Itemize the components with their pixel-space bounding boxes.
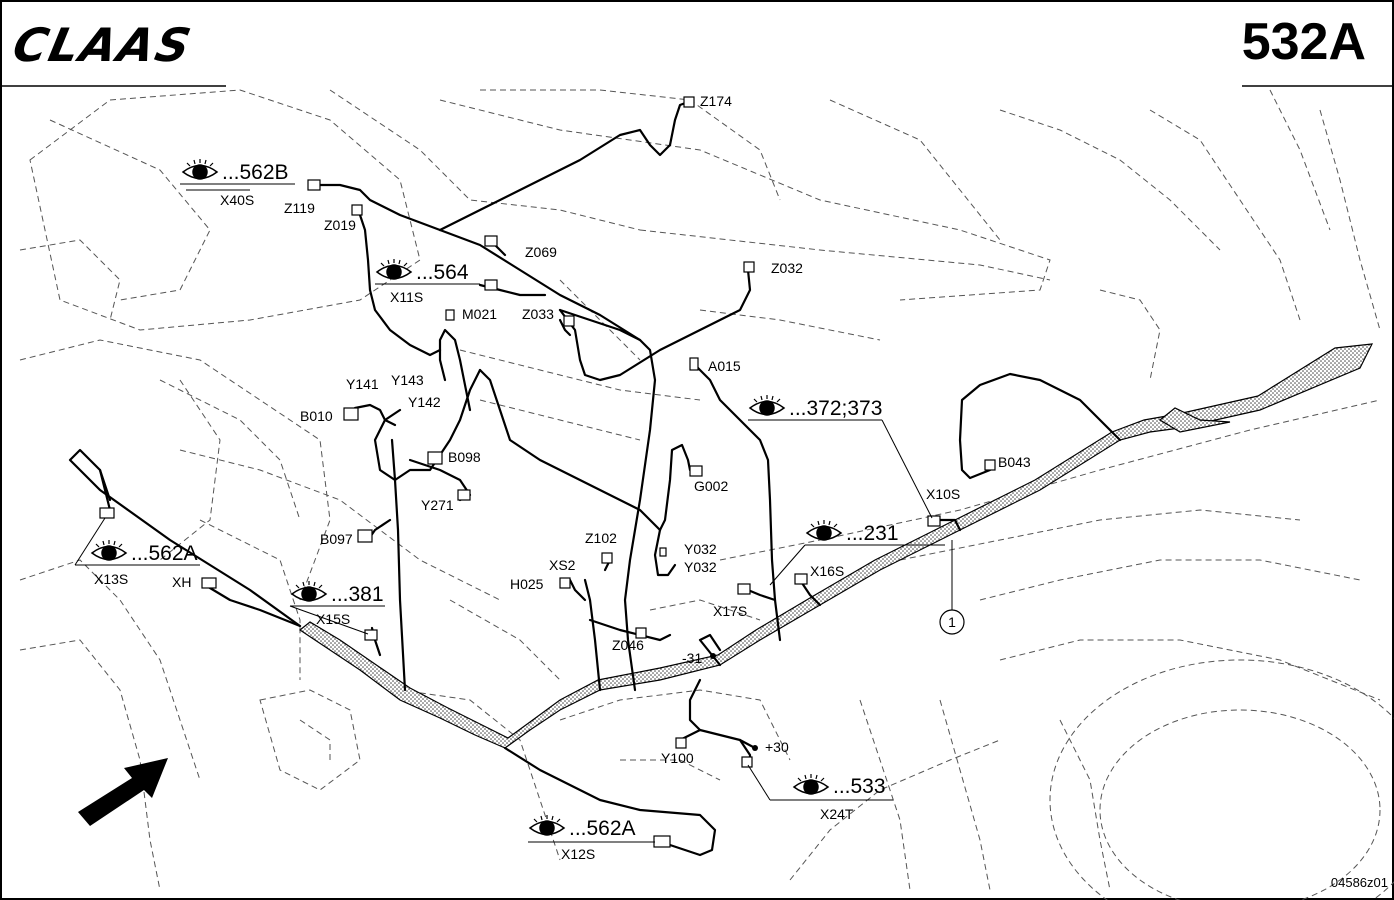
label-y271: Y271: [421, 497, 454, 513]
view-ref: ...562A: [131, 542, 198, 565]
connector-xh: [201, 577, 217, 589]
connector-b097: [357, 529, 373, 543]
connector-x16s: [794, 573, 808, 585]
view-connector-label: X11S: [390, 289, 424, 305]
label-y032-lower: Y032: [684, 559, 717, 575]
view-ref: ...381: [331, 583, 384, 606]
view-ref: ...372;373: [789, 397, 883, 420]
view-connector-label: X13S: [94, 571, 129, 587]
connector-b043: [984, 459, 996, 471]
connector-g002: [689, 465, 703, 477]
eye-icon: [792, 774, 830, 795]
connector-z046: [635, 627, 647, 639]
label-z069: Z069: [525, 244, 557, 260]
label-xs2: XS2: [549, 557, 576, 573]
connector-z019: [351, 204, 363, 216]
connector-z069: [484, 235, 498, 247]
leader-lines: [74, 183, 953, 843]
view-ref: ...533: [833, 775, 886, 798]
label-z119: Z119: [284, 200, 315, 216]
eye-icon: [528, 815, 566, 836]
label-b010: B010: [300, 408, 333, 424]
terminal-minus31: [710, 653, 716, 659]
label-z174: Z174: [700, 93, 732, 109]
view-connector-label: X15S: [316, 611, 351, 627]
callout-circle: [939, 609, 965, 635]
connector-x40s: [307, 179, 321, 191]
connector-x12s: [653, 835, 671, 848]
label-g002: G002: [694, 478, 729, 494]
connector-x15s: [364, 629, 378, 641]
connector-z174: [683, 96, 695, 108]
connectors: [99, 96, 996, 848]
connector-b010: [343, 407, 359, 421]
connector-z102: [601, 552, 613, 564]
label-y032-upper: Y032: [684, 541, 717, 557]
label-h025: H025: [510, 576, 544, 592]
label-x17s: X17S: [713, 603, 748, 619]
page-code: 532A: [1241, 13, 1366, 71]
eye-icon: [748, 395, 786, 416]
eye-symbols: [90, 159, 843, 836]
view-connector-label: X12S: [561, 846, 596, 862]
label-xh: XH: [172, 574, 192, 590]
connector-x10s: [927, 515, 941, 527]
drawing-number: 04586z01: [1330, 875, 1388, 890]
label-y100: Y100: [661, 750, 694, 766]
label-z046: Z046: [612, 637, 644, 653]
eye-icon: [375, 259, 413, 280]
connector-y032: [659, 547, 667, 557]
wire-branches: [68, 100, 1122, 857]
eye-icon: [290, 581, 328, 602]
label-m021: M021: [462, 306, 498, 322]
eye-icon: [805, 520, 843, 541]
connector-x13s: [99, 507, 115, 519]
connector-x11s: [484, 279, 498, 291]
view-connector-label: X16S: [810, 563, 845, 579]
label-plus30: +30: [765, 739, 789, 755]
label-z019: Z019: [324, 217, 356, 233]
terminal-plus30: [752, 745, 758, 751]
connector-a015: [689, 357, 699, 371]
direction-arrow-icon: [78, 758, 168, 826]
view-ref: ...562A: [569, 817, 636, 840]
label-z032: Z032: [771, 260, 803, 276]
eye-icon: [90, 540, 128, 561]
label-b043: B043: [998, 454, 1031, 470]
view-ref: ...231: [846, 522, 899, 545]
label-b097: B097: [320, 531, 353, 547]
connector-m021: [445, 309, 455, 321]
eye-icon: [181, 159, 219, 180]
connector-y271: [457, 489, 471, 501]
label-y143: Y143: [391, 372, 424, 388]
connector-x17s: [737, 583, 751, 595]
connector-b098: [427, 451, 443, 465]
label-b098: B098: [448, 449, 481, 465]
main-harness: [298, 343, 1374, 749]
view-connector-label: X40S: [220, 192, 255, 208]
label-z033: Z033: [522, 306, 554, 322]
connector-z032: [743, 261, 755, 273]
machine-outline: [19, 89, 1394, 900]
view-connector-label: X10S: [926, 486, 961, 502]
label-a015: A015: [708, 358, 741, 374]
connector-y100: [675, 737, 687, 749]
connector-z033: [563, 315, 575, 327]
connector-x24t: [741, 756, 753, 768]
callout-number: 1: [948, 614, 956, 630]
label-y141: Y141: [346, 376, 379, 392]
brand-logo: CLAAS: [8, 18, 198, 72]
view-ref: ...562B: [222, 161, 289, 184]
view-connector-label: X24T: [820, 806, 854, 822]
label-z102: Z102: [585, 530, 617, 546]
connector-h025: [559, 577, 571, 589]
label-minus31: -31: [682, 650, 703, 666]
label-y142: Y142: [408, 394, 441, 410]
view-ref: ...564: [416, 261, 469, 284]
